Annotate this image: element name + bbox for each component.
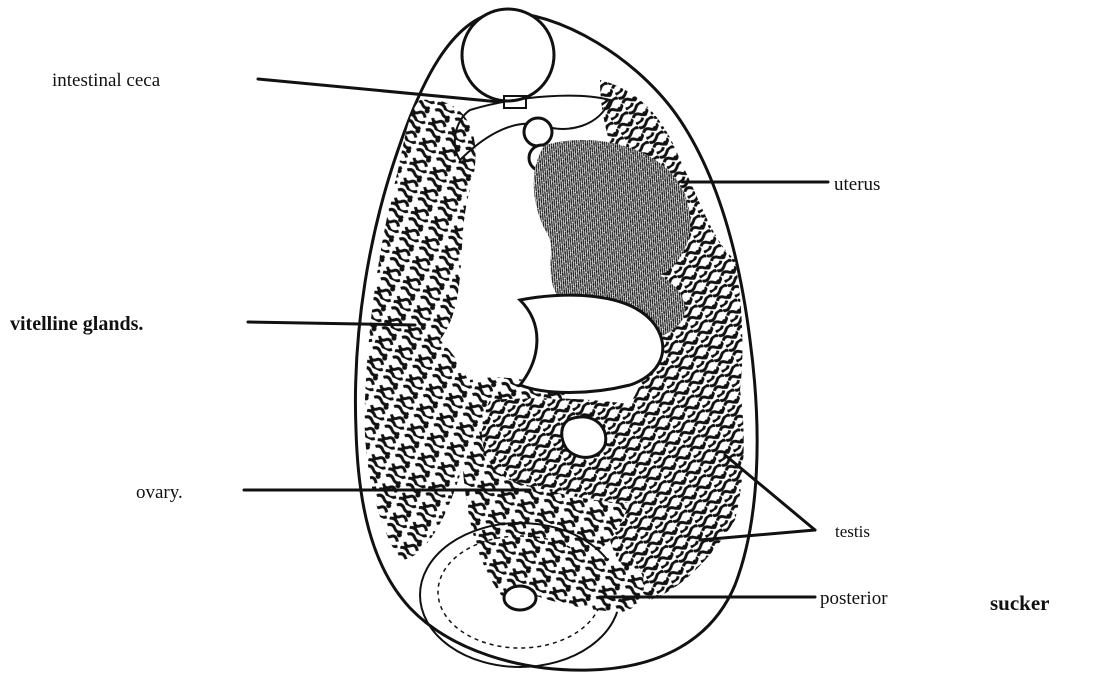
label-ovary: ovary. [136,482,183,503]
clear-blob [562,417,606,458]
label-intestinal-ceca: intestinal ceca [52,70,161,91]
label-vitelline-glands: vitelline glands. [10,313,143,335]
oral-sucker [462,9,554,101]
label-sucker: sucker [990,591,1050,615]
egg [524,118,552,146]
label-uterus: uterus [834,174,880,195]
label-testis: testis [835,522,870,541]
label-posterior: posterior [820,588,888,609]
